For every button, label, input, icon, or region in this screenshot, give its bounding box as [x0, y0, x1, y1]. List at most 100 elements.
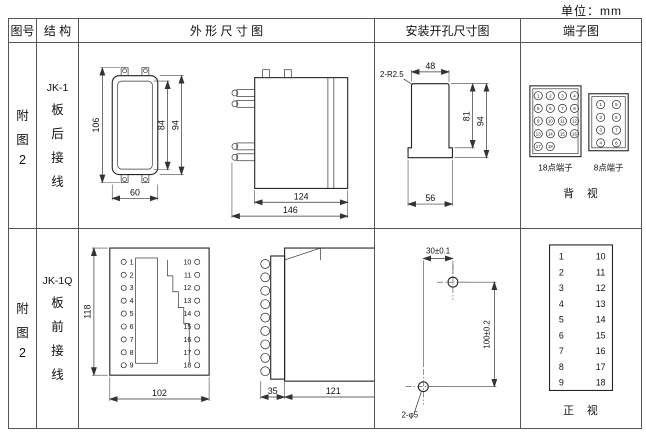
svg-text:3: 3: [559, 283, 564, 293]
terminal-circle: [120, 336, 127, 343]
terminal-circle: [193, 310, 200, 317]
col-header-fig-no: 图号: [9, 19, 37, 43]
jk1q-terminal-drawing: 1 10 2 11 3 12 4 13 5 14 6 15 7 16 8 17: [548, 244, 614, 417]
terminal-circle: [193, 259, 200, 265]
svg-text:5: 5: [559, 315, 564, 325]
terminal-number: 8: [573, 105, 576, 110]
terminal-number: 4: [599, 140, 602, 145]
dim-94-cutout: 94: [475, 116, 485, 126]
model-jk1: JK-1: [46, 81, 69, 94]
svg-text:15: 15: [596, 330, 606, 340]
terminal-circle: [570, 116, 579, 126]
row2-terminal-cell: 1 10 2 11 3 12 4 13 5 14 6 15 7 16 8 17: [521, 229, 641, 428]
terminal-circle: [533, 90, 543, 100]
note-2-r2-5: 2-R2.5: [379, 69, 403, 78]
terminal8-label: 8点端子: [594, 162, 624, 172]
terminal-circle: [193, 349, 200, 356]
terminal18-label: 18点端子: [538, 162, 572, 172]
jk1q-side-studs: [259, 259, 270, 377]
terminal-circle: [611, 112, 621, 122]
terminal-circle: [596, 125, 606, 135]
terminal-number: 15: [183, 324, 191, 331]
terminal-pair-list: 1 10 2 11 3 12 4 13 5 14 6 15 7 16 8 17: [559, 252, 606, 388]
terminal-number: 2: [549, 93, 552, 98]
terminal-circle: [259, 285, 270, 296]
dim-124: 124: [293, 191, 308, 201]
terminal-circle: [120, 310, 127, 317]
svg-text:13: 13: [596, 299, 606, 309]
svg-text:11: 11: [596, 267, 605, 277]
jk1-outline-drawing: 106 84 94 60: [90, 66, 349, 219]
terminal-circle: [193, 284, 200, 291]
jk1-cutout-drawing: 48 2-R2.5 81 94 56: [379, 60, 489, 207]
jk1-front-dimensions: 106 84 94 60: [90, 66, 184, 201]
svg-text:16: 16: [596, 346, 606, 356]
svg-text:10: 10: [596, 252, 606, 262]
dim-81: 81: [461, 111, 471, 121]
terminal-number: 6: [615, 114, 618, 119]
svg-text:1: 1: [559, 252, 564, 262]
dim-118: 118: [82, 304, 92, 318]
jk1-front-view: [111, 66, 158, 183]
terminal-circle: [259, 352, 270, 363]
terminal-number: 1: [599, 102, 602, 107]
row2-fig-no: 附 图 2: [9, 229, 37, 428]
terminal-number: 7: [615, 127, 618, 132]
terminal-circle: [259, 272, 270, 283]
front-view-label: 正 视: [563, 403, 602, 417]
terminal-circle: [120, 297, 127, 304]
terminal-circle: [259, 339, 270, 350]
terminal-number: 12: [183, 285, 191, 292]
svg-text:8: 8: [559, 362, 564, 372]
dim-30: 30±0.1: [426, 247, 450, 256]
terminal-circle: [545, 128, 555, 138]
terminal-number: 10: [548, 118, 553, 123]
terminal-circle: [120, 349, 127, 356]
terminal-circle: [596, 112, 606, 122]
terminal-circle: [545, 103, 555, 113]
terminal-number: 7: [561, 105, 564, 110]
jk1q-holes-drawing: 30±0.1 100±0.2 2-φ5: [401, 247, 497, 419]
jk1-side-view: [231, 68, 348, 189]
terminal-circle: [120, 259, 127, 265]
terminal-circle: [259, 366, 270, 377]
terminal-number: 7: [129, 337, 133, 344]
terminal-circle: [611, 99, 621, 109]
terminal-number: 6: [549, 105, 552, 110]
dim-106: 106: [90, 117, 100, 132]
jk1q-side-view: [259, 247, 374, 382]
terminal-number: 16: [183, 337, 191, 344]
terminal-circle: [557, 128, 567, 138]
jk1-cutout-dimensions: 48 2-R2.5 81 94 56: [379, 60, 489, 207]
terminal-number: 14: [183, 311, 191, 318]
terminal-circle: [120, 362, 127, 369]
terminal-circle: [611, 125, 621, 135]
col-header-install: 安装开孔尺寸图: [375, 19, 521, 43]
svg-text:18: 18: [596, 378, 606, 388]
dim-94: 94: [170, 120, 180, 130]
terminal-circle: [596, 137, 606, 147]
terminal-circle: [120, 271, 127, 278]
terminal-number: 17: [536, 143, 541, 148]
terminal-circle: [533, 141, 543, 151]
dim-60: 60: [130, 187, 140, 197]
terminal-number: 13: [183, 298, 191, 305]
jk1-cutout-shape: [407, 82, 453, 158]
terminal-circle: [545, 116, 555, 126]
terminal-number: 13: [536, 131, 541, 136]
svg-text:4: 4: [559, 299, 564, 309]
terminal-number: 9: [537, 118, 540, 123]
unit-note: 单位：mm: [561, 4, 622, 18]
terminal-circle: [570, 103, 579, 113]
terminal-circle: [596, 99, 606, 109]
svg-text:2: 2: [559, 267, 564, 277]
